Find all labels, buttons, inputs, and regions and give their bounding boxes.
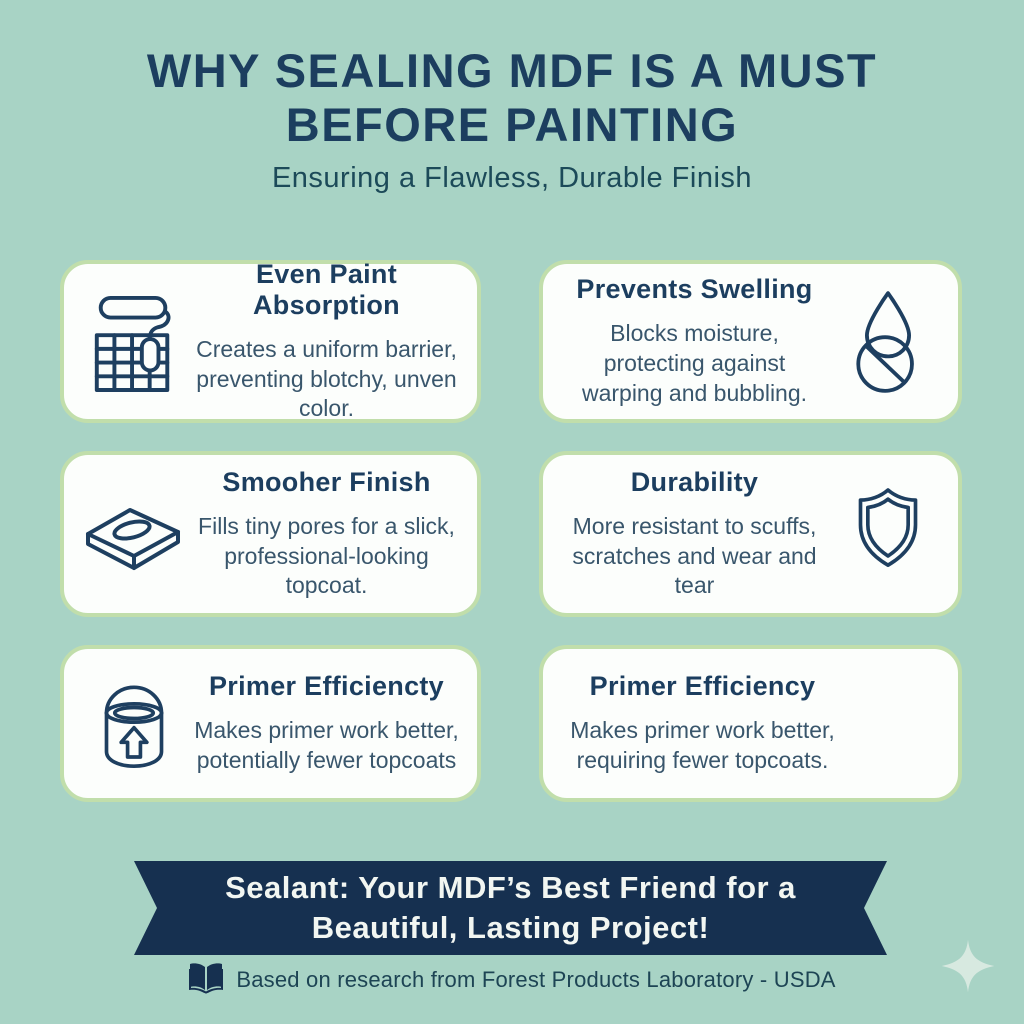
card-body: Makes primer work better, potentially fe… (194, 717, 459, 773)
card-text: Primer Efficiency Makes primer work bett… (557, 671, 848, 776)
no-moisture-drop-icon (832, 287, 944, 397)
page-title: WHY SEALING MDF IS A MUST BEFORE PAINTIN… (0, 44, 1024, 152)
source-footer: Based on research from Forest Products L… (0, 958, 1024, 1002)
card-prevents-swelling: Prevents Swelling Blocks moisture, prote… (539, 260, 962, 423)
summary-banner: Sealant: Your MDF’s Best Friend for a Be… (134, 861, 887, 955)
sparkle-icon (940, 938, 996, 994)
source-text: Based on research from Forest Products L… (236, 967, 836, 992)
card-text: Durability More resistant to scuffs, scr… (557, 467, 832, 602)
card-primer-efficiency-right: Primer Efficiency Makes primer work bett… (539, 645, 962, 802)
shield-icon (832, 484, 944, 584)
page-subtitle: Ensuring a Flawless, Durable Finish (271, 162, 753, 194)
page-title-line1: WHY SEALING MDF IS A MUST (146, 44, 878, 97)
card-title: Primer Efficiency (589, 671, 816, 702)
benefits-grid: Even Paint Absorption Creates a uniform … (60, 259, 962, 802)
card-body: More resistant to scuffs, scratches and … (572, 512, 817, 599)
card-title: Smooher Finish (222, 466, 431, 497)
card-even-paint-absorption: Even Paint Absorption Creates a uniform … (60, 259, 481, 425)
banner-line2: Beautiful, Lasting Project! (311, 910, 710, 945)
card-primer-efficiency-left: Primer Efficiencty Makes primer work bet… (60, 645, 481, 802)
card-text: Prevents Swelling Blocks moisture, prote… (557, 274, 832, 409)
card-text: Even Paint Absorption Creates a uniform … (190, 259, 463, 425)
card-title: Even Paint Absorption (253, 258, 400, 320)
card-title: Durability (630, 466, 759, 497)
card-body: Makes primer work better, requiring fewe… (570, 717, 835, 773)
card-title: Primer Efficiencty (209, 671, 444, 702)
mdf-board-icon (78, 494, 190, 574)
card-body: Creates a uniform barrier, preventing bl… (196, 335, 457, 422)
paint-roller-icon (78, 290, 190, 394)
card-text: Primer Efficiencty Makes primer work bet… (190, 671, 463, 776)
card-text: Smooher Finish Fills tiny pores for a sl… (190, 467, 463, 602)
page-title-line2: BEFORE PAINTING (285, 98, 739, 152)
card-durability: Durability More resistant to scuffs, scr… (539, 451, 962, 617)
open-book-icon (188, 961, 224, 999)
card-body: Blocks moisture, protecting against warp… (581, 320, 808, 406)
banner-line1: Sealant: Your MDF’s Best Friend for a (225, 869, 796, 905)
card-body: Fills tiny pores for a slick, profession… (198, 512, 455, 599)
card-smoother-finish: Smooher Finish Fills tiny pores for a sl… (60, 451, 481, 617)
card-title: Prevents Swelling (576, 274, 813, 305)
paint-bucket-icon (78, 671, 190, 777)
